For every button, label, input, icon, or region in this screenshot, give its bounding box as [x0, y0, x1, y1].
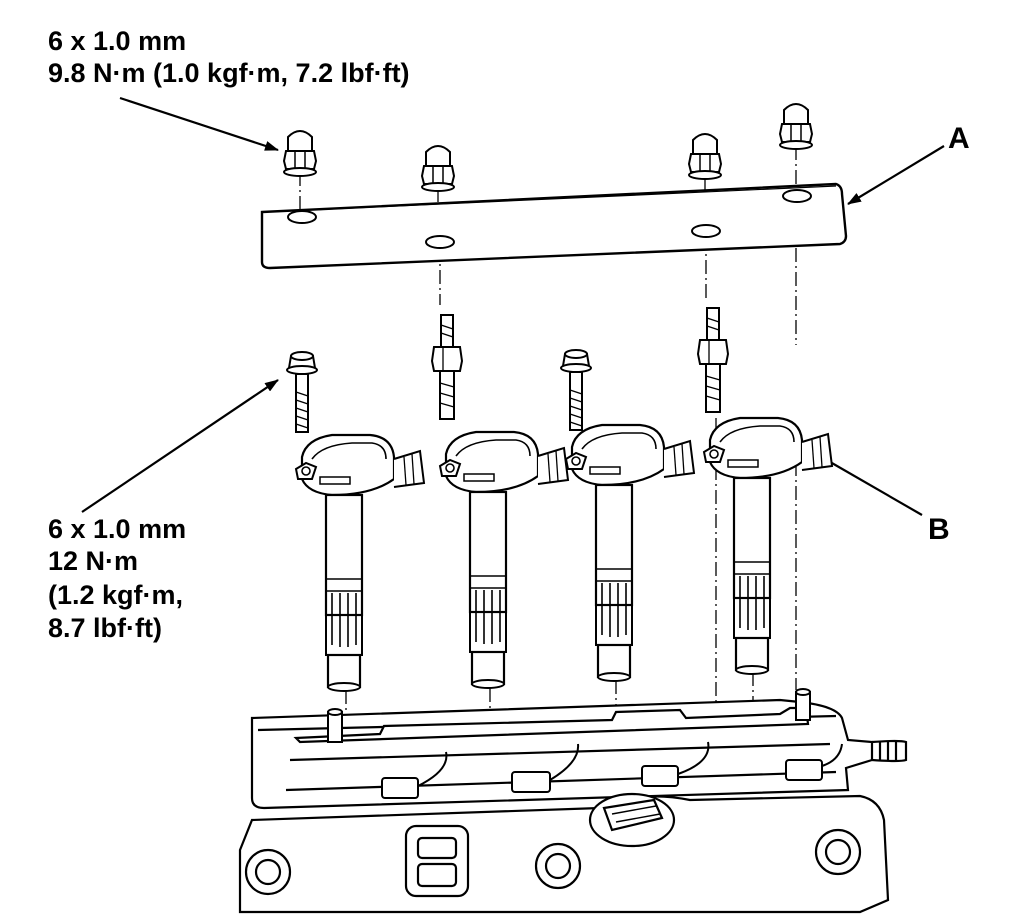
- bolt-torque-kgf-label: (1.2 kgf·m,: [48, 580, 184, 610]
- cover-plate-a: [260, 182, 848, 270]
- stud-bolt-1: [431, 314, 463, 420]
- bolt-leader-arrow: [81, 379, 279, 513]
- nut-torque-label: 9.8 N·m (1.0 kgf·m, 7.2 lbf·ft): [48, 58, 410, 88]
- flange-bolt-1: [286, 351, 318, 433]
- bolt-size-label: 6 x 1.0 mm: [48, 514, 187, 544]
- flange-nut-3: [688, 133, 722, 180]
- part-a-label: A: [948, 122, 970, 155]
- ignition-coil-3: [564, 423, 696, 683]
- part-b-label: B: [928, 513, 950, 546]
- bolt-torque-label: 12 N·m: [48, 546, 139, 576]
- ignition-coil-b: [702, 416, 834, 676]
- part-a-leader-arrow: [847, 145, 945, 205]
- flange-nut-4: [779, 103, 813, 150]
- nut-leader-arrow: [119, 96, 279, 152]
- ignition-coil-2: [438, 430, 570, 690]
- coil-connectors: [381, 741, 843, 799]
- ignition-coil-1: [294, 433, 426, 693]
- bolt-torque-lbf-label: 8.7 lbf·ft): [48, 613, 162, 643]
- nut-size-label: 6 x 1.0 mm: [48, 26, 187, 56]
- flange-nut-2: [421, 145, 455, 192]
- part-b-leader-arrow: [817, 454, 923, 516]
- stud-bolt-2: [697, 307, 729, 413]
- head-studs: [327, 688, 811, 743]
- intake-manifold: [238, 792, 890, 914]
- flange-nut-1: [283, 130, 317, 177]
- flange-bolt-2: [560, 349, 592, 431]
